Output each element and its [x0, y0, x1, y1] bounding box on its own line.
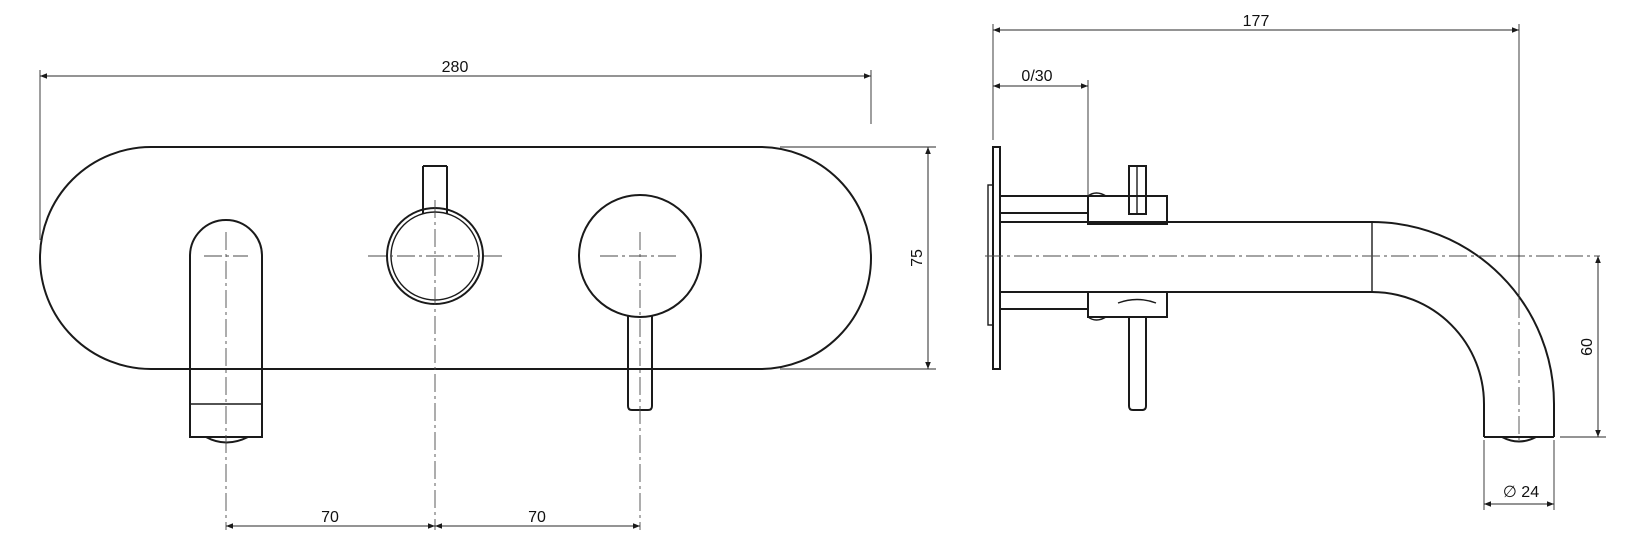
wall-plate-edge [992, 146, 1001, 370]
overall-width-label: 280 [442, 59, 469, 76]
overall-projection-label: 177 [1243, 13, 1270, 30]
spout-front [189, 219, 263, 530]
side-view: 177 0/30 60 ∅ 24 [985, 13, 1606, 510]
wall-plate-outline [39, 146, 872, 370]
dimension-overall-projection: 177 [992, 13, 1520, 300]
spacing-right-label: 70 [528, 509, 546, 526]
dimension-outlet-diameter: ∅ 24 [1483, 440, 1555, 510]
wall-depth-label: 0/30 [1021, 68, 1052, 85]
mixer-handle-front [578, 194, 702, 530]
diverter-knob-front [368, 165, 502, 530]
dimension-plate-height: 75 [780, 146, 936, 370]
spacing-left-label: 70 [321, 509, 339, 526]
outlet-diameter-label: ∅ 24 [1503, 484, 1539, 501]
mixer-lever-side [1117, 298, 1157, 411]
dimension-spacing: 70 70 [226, 509, 640, 529]
valve-body-side [1000, 192, 1168, 321]
spout-drop-label: 60 [1579, 338, 1596, 356]
front-view: 280 75 70 70 [39, 59, 936, 530]
dimension-overall-width: 280 [39, 59, 872, 240]
plate-height-label: 75 [909, 249, 926, 267]
diverter-stem-side [1128, 165, 1147, 215]
spout-side [985, 221, 1600, 443]
dimension-spout-drop: 60 [1560, 256, 1606, 438]
dimension-wall-depth: 0/30 [993, 68, 1089, 196]
